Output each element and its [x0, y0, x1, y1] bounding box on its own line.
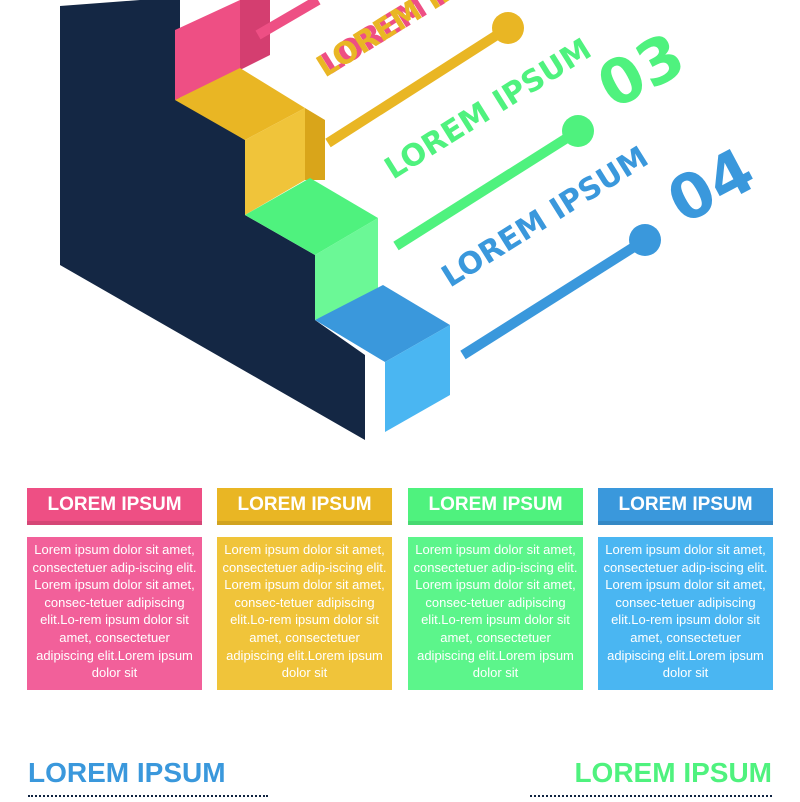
step-3-number: 03: [586, 18, 696, 123]
card-4-body: Lorem ipsum dolor sit amet, consectetuer…: [598, 537, 773, 690]
staircase-diagram: LOREM IPSUM LOREM IPSUM LOREM IPSUM LORE…: [60, 0, 766, 440]
card-1-title: LOREM IPSUM: [27, 488, 202, 525]
step-2-label: LOREM IPSUM: [311, 0, 530, 85]
card-2-title: LOREM IPSUM: [217, 488, 392, 525]
leader-line-1: [255, 0, 321, 40]
card-4-title: LOREM IPSUM: [598, 488, 773, 525]
card-3-body: Lorem ipsum dolor sit amet, consectetuer…: [408, 537, 583, 690]
step-1-block: [175, 0, 270, 100]
card-1-body: Lorem ipsum dolor sit amet, consectetuer…: [27, 537, 202, 690]
footer-left-title: LOREM IPSUM: [28, 757, 226, 788]
step-3-label: LOREM IPSUM: [379, 32, 598, 187]
leader-line-3: [393, 115, 594, 251]
stair-back-wall: [60, 0, 365, 440]
step-4-number: 04: [656, 133, 766, 238]
leader-line-2: [325, 12, 524, 148]
footer-left-rule: [28, 795, 268, 802]
step-4-block: [315, 285, 450, 432]
step-2-block: [175, 68, 325, 215]
step-3-block: [245, 178, 378, 320]
card-3-title: LOREM IPSUM: [408, 488, 583, 525]
footer-right-title: LOREM IPSUM: [574, 757, 772, 788]
step-4-label: LOREM IPSUM: [436, 140, 655, 295]
leader-line-4: [460, 224, 661, 360]
footer-right-rule: [530, 795, 772, 802]
card-2-body: Lorem ipsum dolor sit amet, consectetuer…: [217, 537, 392, 690]
